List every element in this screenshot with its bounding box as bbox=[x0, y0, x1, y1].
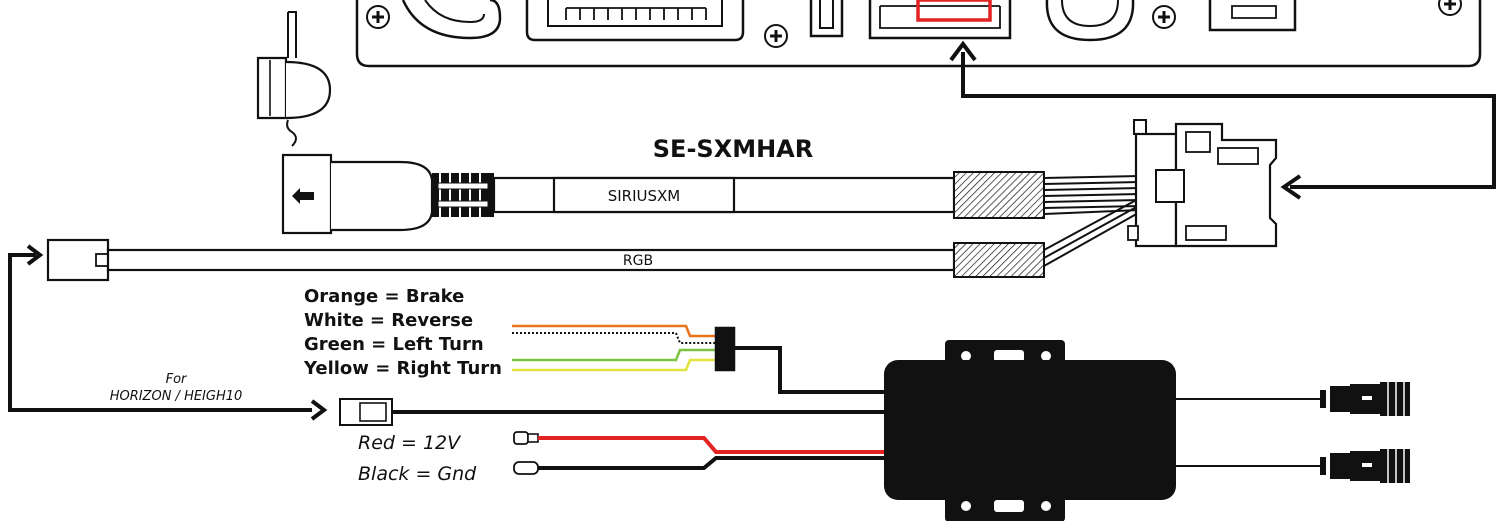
output-plug-1 bbox=[1320, 382, 1410, 416]
legend-green: Green = Left Turn bbox=[304, 334, 484, 355]
routing-arrow-to-port bbox=[949, 40, 1496, 200]
screw-icon bbox=[366, 5, 390, 29]
main-connector-port bbox=[525, 0, 745, 42]
diagram-title: SE-SXMHAR bbox=[653, 135, 813, 163]
harness-wires bbox=[1043, 175, 1141, 267]
legend-yellow: Yellow = Right Turn bbox=[303, 358, 502, 379]
legend-white: White = Reverse bbox=[304, 310, 473, 331]
horizon-connector bbox=[339, 398, 884, 426]
harness-plug bbox=[1127, 119, 1278, 248]
legend-orange: Orange = Brake bbox=[304, 286, 464, 307]
screw-icon bbox=[764, 24, 788, 48]
power-wires bbox=[513, 431, 884, 475]
horizon-note-line2: HORIZON / HEIGH10 bbox=[110, 389, 243, 404]
screw-icon bbox=[1152, 5, 1176, 29]
output-plug-2 bbox=[1320, 449, 1410, 483]
routing-arrow-rgb bbox=[8, 244, 328, 421]
antenna-clip bbox=[256, 11, 332, 147]
arrow-left-icon bbox=[292, 188, 314, 204]
legend-black: Black = Gnd bbox=[358, 463, 477, 485]
signal-wires bbox=[512, 324, 884, 394]
interface-module bbox=[884, 340, 1176, 521]
output-cables bbox=[1176, 382, 1410, 483]
antenna-jack bbox=[1045, 0, 1135, 42]
horizon-note-line1: For bbox=[166, 372, 188, 387]
siriusxm-cable-label: SIRIUSXM bbox=[608, 187, 681, 205]
rgb-cable: RGB bbox=[46, 238, 1045, 282]
white-wire bbox=[512, 332, 716, 344]
signal-wire-legend: Orange = Brake White = Reverse Green = L… bbox=[303, 286, 502, 379]
screw-icon bbox=[1438, 0, 1462, 16]
legend-red: Red = 12V bbox=[358, 432, 462, 454]
sxm-port-highlighted bbox=[868, 0, 1012, 40]
sxm-tuner-cable: SIRIUSXM bbox=[281, 153, 1045, 235]
head-unit-panel bbox=[355, 0, 1482, 68]
rgb-cable-label: RGB bbox=[623, 253, 653, 269]
